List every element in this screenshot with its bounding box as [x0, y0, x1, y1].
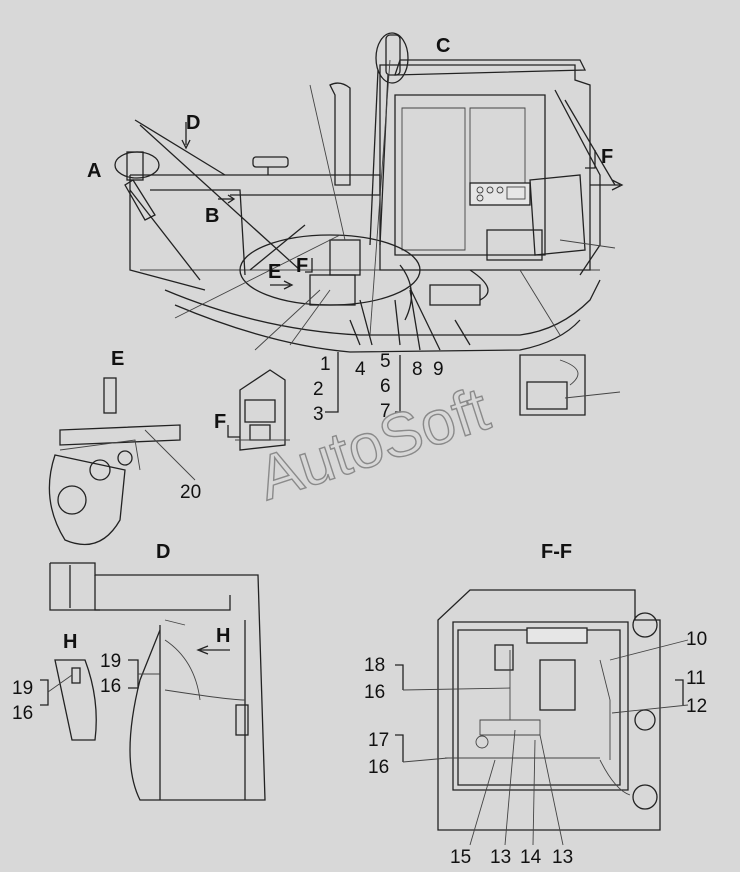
detail-e-title: E: [111, 348, 124, 370]
main-view-labels: A B C D E F F 1 2 3 4 5 6 7 8 9: [87, 35, 613, 425]
detail-h-view: H 19 16: [12, 631, 97, 741]
detail-f-label: F: [214, 411, 226, 433]
ff-callout-15: 15: [450, 847, 471, 868]
callout-5: 5: [380, 351, 391, 372]
view-label-d: D: [186, 112, 200, 134]
view-label-f: F: [296, 255, 308, 277]
callout-8: 8: [412, 359, 423, 380]
view-label-e: E: [268, 261, 281, 283]
callout-9: 9: [433, 359, 444, 380]
ff-callout-16-upper: 16: [364, 682, 385, 703]
callout-1: 1: [320, 354, 331, 375]
callout-20: 20: [180, 482, 201, 503]
watermark-text: AutoSoft: [250, 375, 498, 514]
ff-callout-12: 12: [686, 696, 707, 717]
detail-d-title: D: [156, 541, 170, 563]
watermark: AutoSoft: [249, 374, 498, 515]
ff-callout-14: 14: [520, 847, 542, 868]
section-ff-view: F-F: [395, 541, 689, 846]
detail-e-view: E 20: [48, 348, 201, 546]
callout-7: 7: [380, 401, 391, 422]
ff-callout-13-left: 13: [490, 847, 511, 868]
detail-d-callout-16: 16: [100, 676, 121, 697]
machine-main-view: [114, 32, 624, 416]
callout-2: 2: [313, 379, 324, 400]
view-label-f-right: F: [601, 146, 613, 168]
detail-h-callout-19: 19: [12, 678, 33, 699]
ff-callout-17: 17: [368, 730, 389, 751]
section-ff-title: F-F: [541, 541, 572, 563]
view-label-c: C: [436, 35, 450, 57]
detail-d-h-label: H: [216, 625, 230, 647]
section-ff-labels: 10 11 12 18 16 17 16 15 13 14 13: [364, 629, 707, 868]
callout-4: 4: [355, 359, 366, 380]
ff-callout-11: 11: [686, 668, 706, 689]
detail-f-view: F: [214, 369, 290, 451]
detail-d-callout-19: 19: [100, 651, 121, 672]
detail-h-callout-16: 16: [12, 703, 33, 724]
ff-callout-16-lower: 16: [368, 757, 389, 778]
ff-callout-18: 18: [364, 655, 385, 676]
ff-callout-13-right: 13: [552, 847, 573, 868]
view-label-b: B: [205, 205, 219, 227]
detail-d-view: D H 19 16: [49, 541, 266, 801]
ff-callout-10: 10: [686, 629, 707, 650]
callout-3: 3: [313, 404, 324, 425]
detail-h-title: H: [63, 631, 77, 653]
callout-6: 6: [380, 376, 391, 397]
view-label-a: A: [87, 160, 101, 182]
